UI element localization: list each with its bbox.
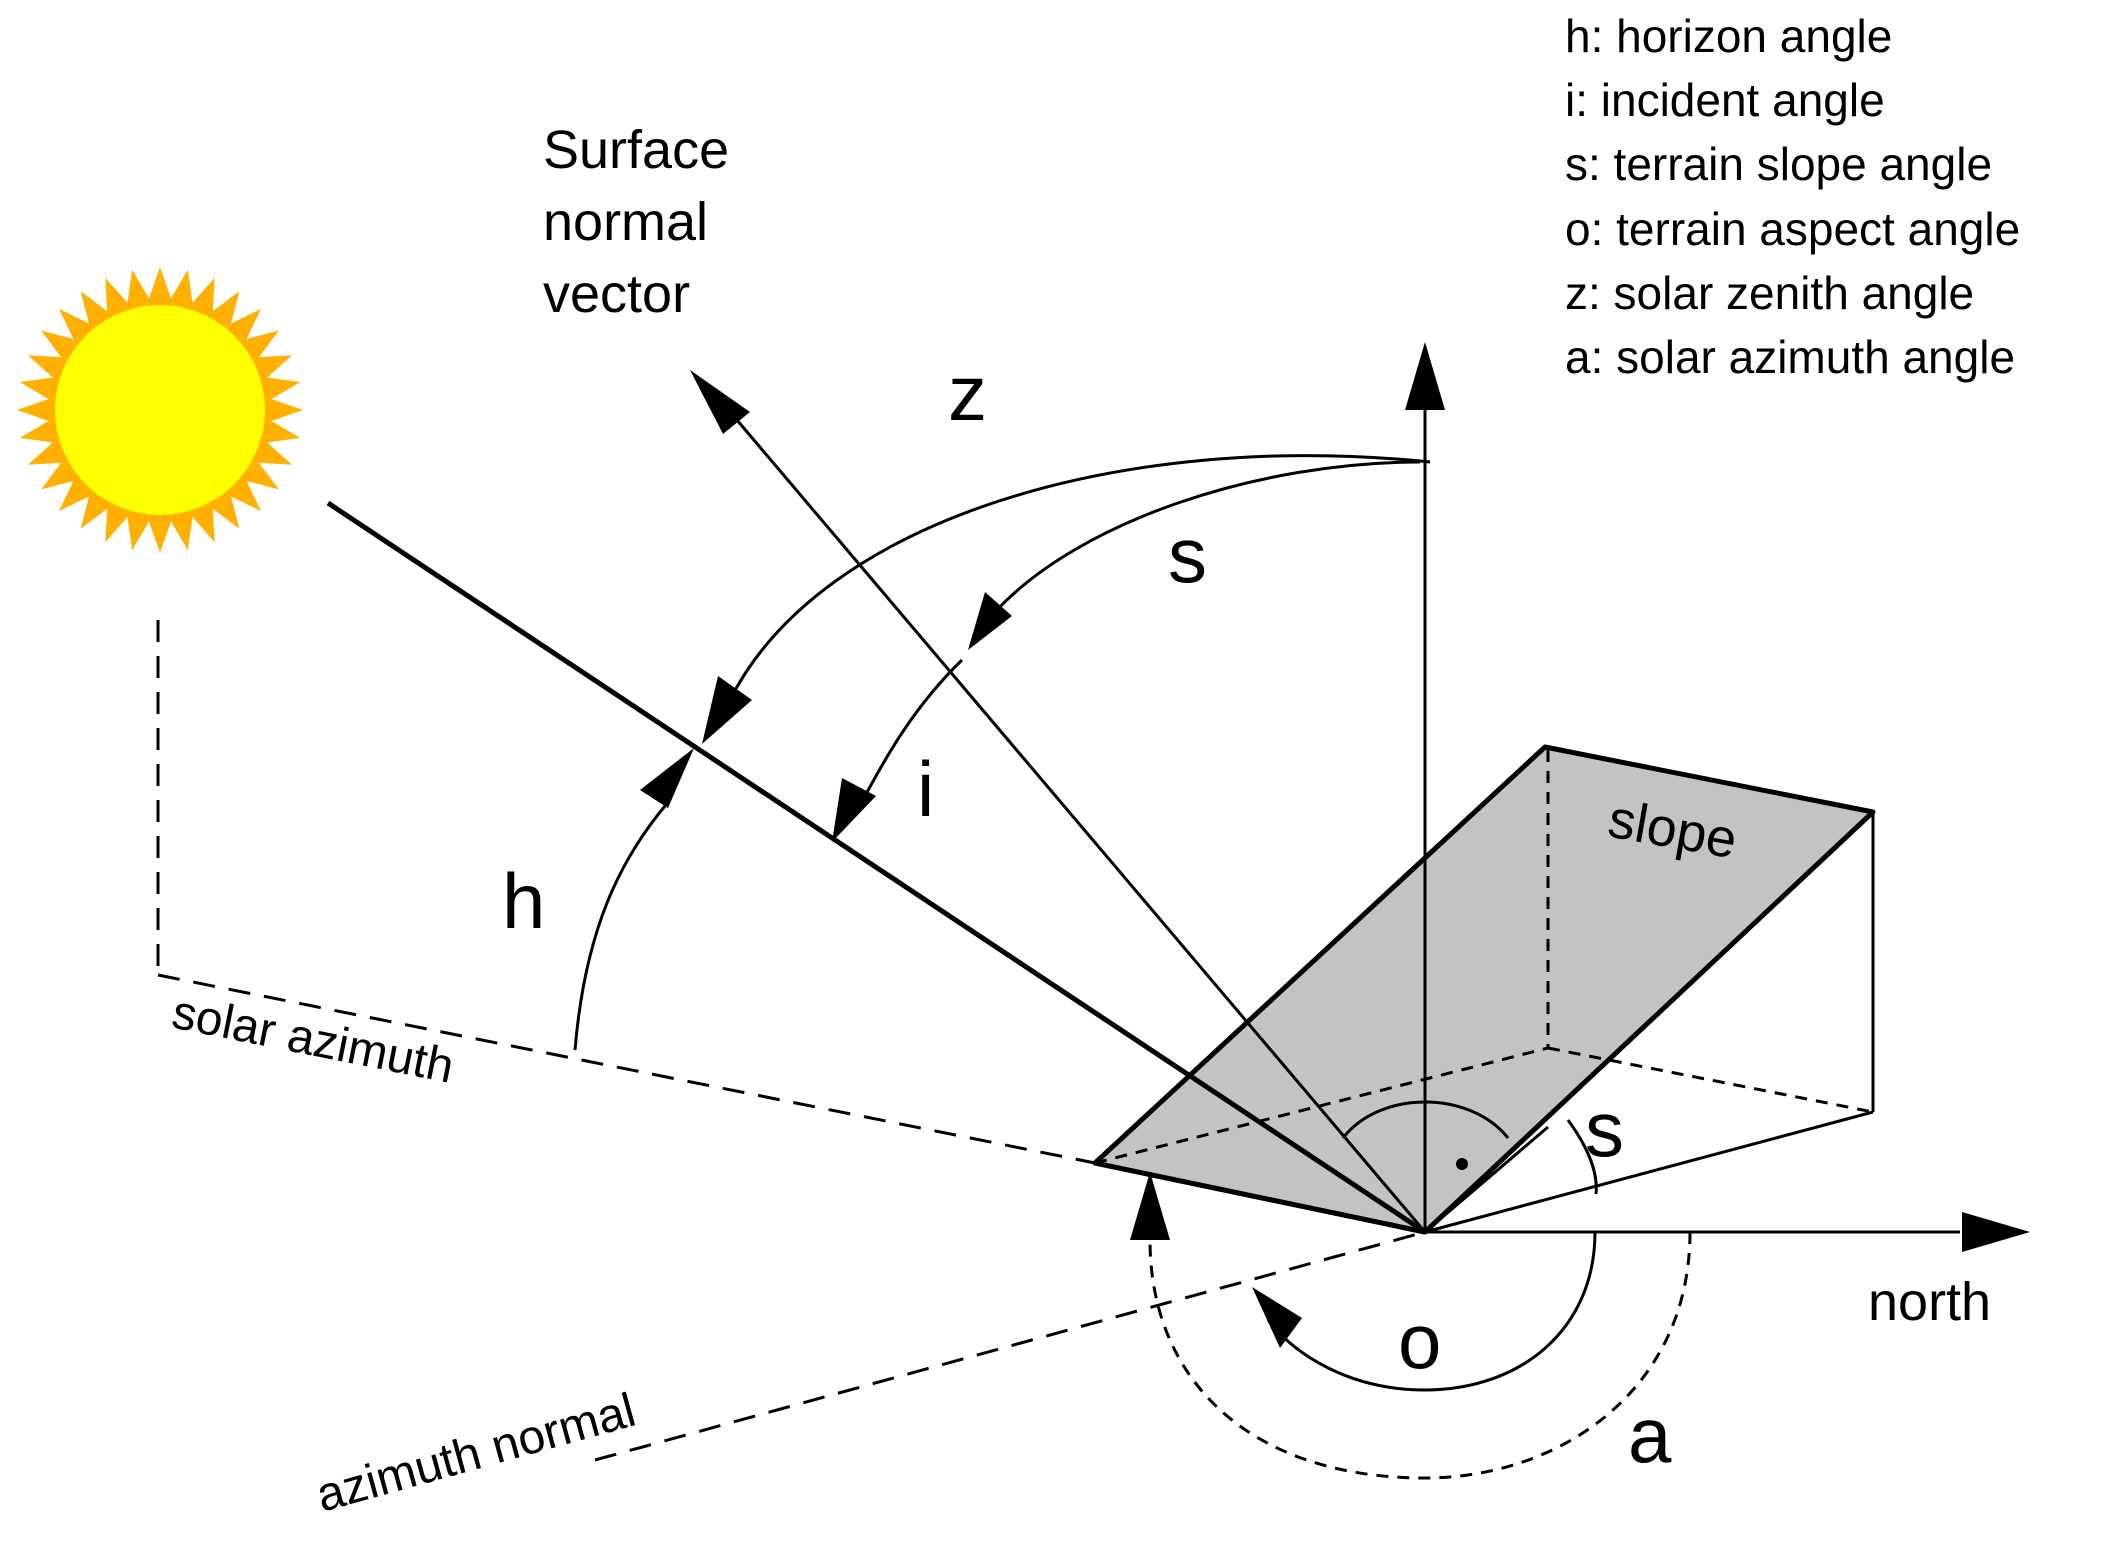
surface-normal-label-line2: normal bbox=[543, 192, 708, 252]
s-arc-upper-arrowhead bbox=[968, 592, 1012, 650]
z-arc-arrowhead bbox=[702, 676, 752, 744]
sun-ray bbox=[326, 500, 1427, 1235]
legend-item-aspect: o: terrain aspect angle bbox=[1565, 203, 2020, 255]
a-label: a bbox=[1628, 1391, 1672, 1479]
surface-normal-label-line1: Surface bbox=[543, 120, 729, 180]
legend-item-azimuth: a: solar azimuth angle bbox=[1565, 331, 2015, 383]
a-arc-arrowhead bbox=[1130, 1172, 1170, 1240]
surface-normal-arrowhead bbox=[690, 370, 750, 434]
o-label: o bbox=[1398, 1297, 1441, 1385]
north-label: north bbox=[1868, 1272, 1991, 1332]
z-label: z bbox=[948, 349, 987, 437]
s-upper-label: s bbox=[1168, 511, 1207, 599]
legend: h: horizon angle i: incident angle s: te… bbox=[1565, 10, 2020, 383]
i-arc-arrowhead bbox=[832, 778, 876, 842]
surface-normal-line bbox=[718, 399, 1427, 1233]
solar-azimuth-line bbox=[157, 973, 1096, 1165]
slope-base-line bbox=[1424, 1125, 1549, 1234]
sun-icon bbox=[17, 267, 303, 553]
z-arc bbox=[728, 454, 1431, 701]
h-arc-arrowhead bbox=[640, 748, 694, 808]
right-angle-arc bbox=[1341, 1100, 1510, 1139]
o-arc-arrowhead bbox=[1252, 1287, 1302, 1348]
legend-item-zenith: z: solar zenith angle bbox=[1565, 267, 1974, 319]
h-label: h bbox=[502, 857, 545, 945]
i-arc bbox=[856, 658, 964, 809]
azimuth-normal-label: azimuth normal bbox=[311, 1384, 641, 1523]
legend-item-incident: i: incident angle bbox=[1565, 74, 1885, 126]
slope-near-triangle bbox=[1095, 1127, 1425, 1232]
s-arc-lower bbox=[1566, 1119, 1598, 1195]
solar-azimuth-label: solar azimuth bbox=[168, 986, 458, 1094]
o-arc bbox=[1266, 1231, 1597, 1392]
zenith-arrowhead bbox=[1405, 342, 1445, 410]
a-arc bbox=[1148, 1231, 1692, 1480]
slope-hidden-edge-back bbox=[1547, 1046, 1874, 1114]
north-arrowhead bbox=[1962, 1212, 2030, 1252]
legend-item-slope: s: terrain slope angle bbox=[1565, 138, 1992, 190]
i-label: i bbox=[917, 745, 934, 833]
surface-normal-label: Surface normal vector bbox=[543, 120, 729, 324]
right-angle-dot bbox=[1456, 1158, 1468, 1170]
s-lower-label: s bbox=[1585, 1085, 1624, 1173]
slope-hidden-edge-left bbox=[1094, 1046, 1549, 1165]
s-arc-upper bbox=[993, 460, 1421, 614]
h-arc bbox=[573, 805, 667, 1051]
legend-item-horizon: h: horizon angle bbox=[1565, 10, 1892, 62]
surface-normal-label-line3: vector bbox=[543, 264, 690, 324]
wedge-base-edge bbox=[1424, 1110, 1874, 1234]
azimuth-normal-line bbox=[594, 1230, 1426, 1462]
